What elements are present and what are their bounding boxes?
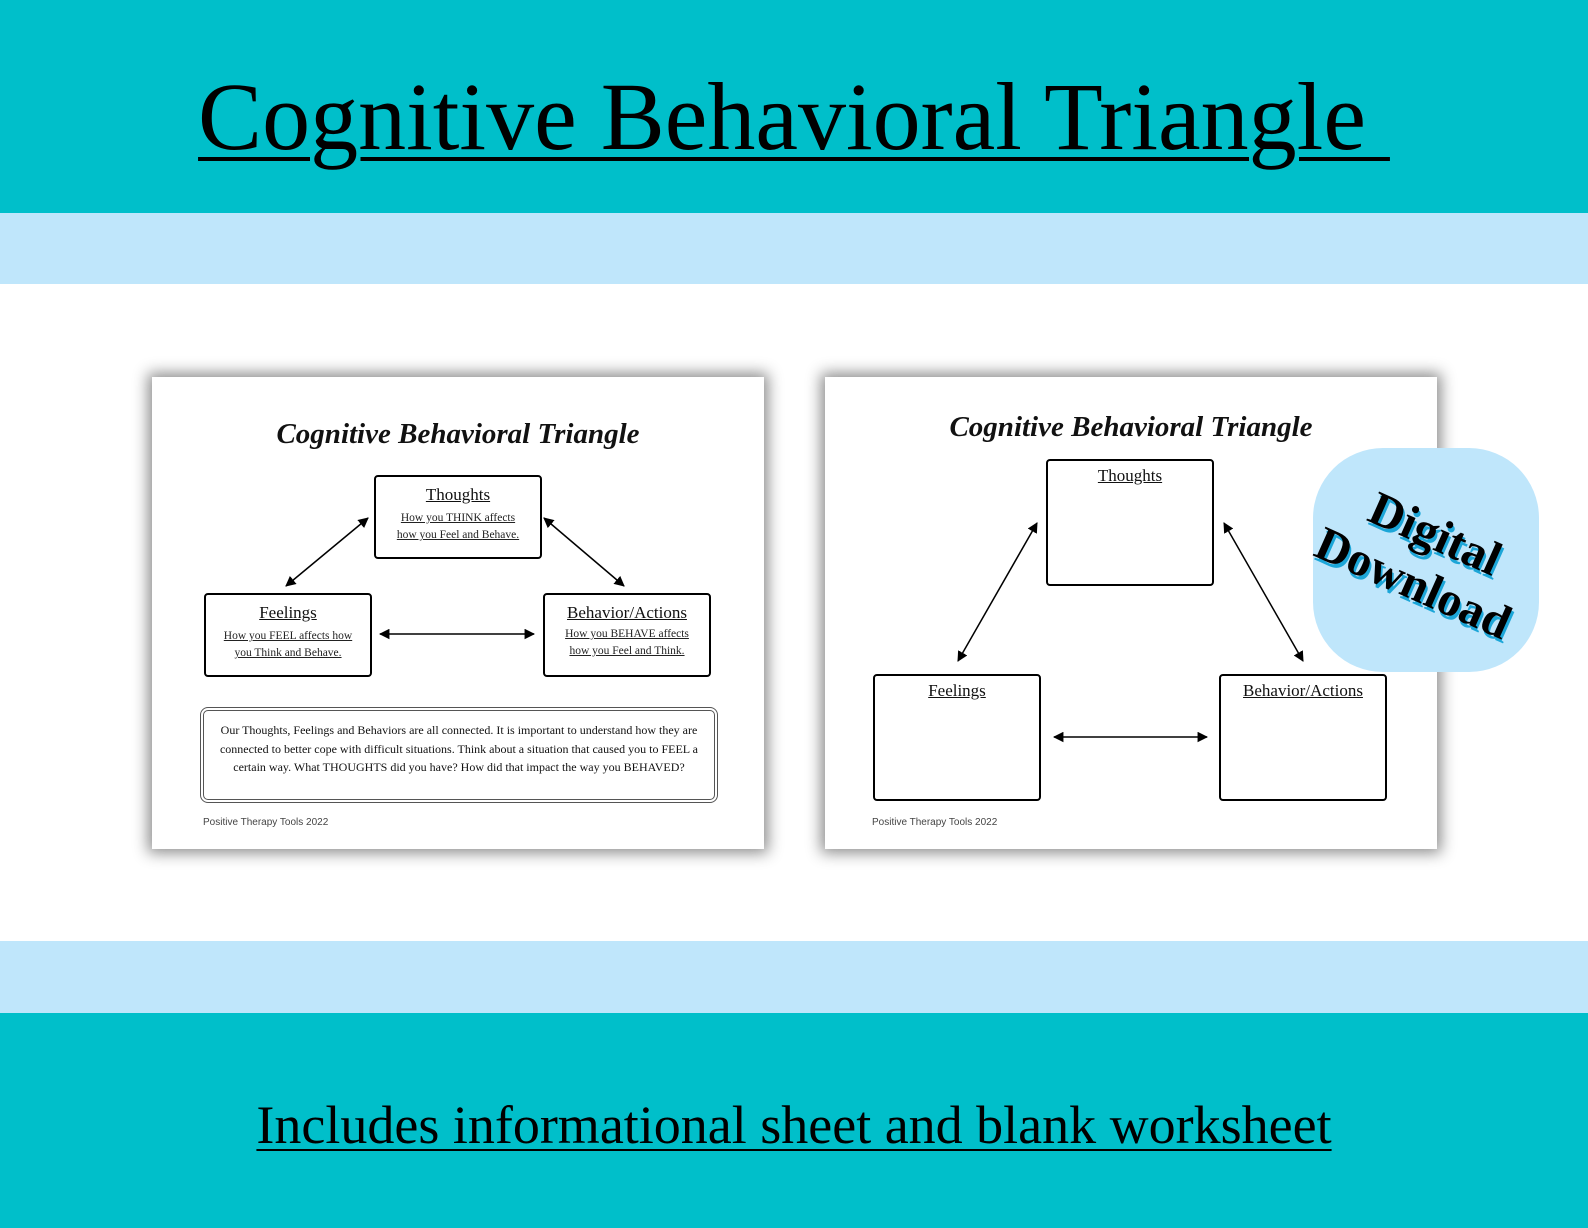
sheet-credit: Positive Therapy Tools 2022: [872, 817, 998, 828]
thoughts-box: Thoughts How you THINK affects how you F…: [374, 475, 542, 559]
informational-sheet: Cognitive Behavioral Triangle Thoughts H…: [152, 377, 764, 849]
behavior-label: Behavior/Actions: [567, 603, 687, 622]
bottom-banner: [0, 1013, 1588, 1228]
behavior-description: How you BEHAVE affects how you Feel and …: [565, 628, 689, 657]
info-arrows: [285, 517, 625, 640]
sheet-title: Cognitive Behavioral Triangle: [949, 411, 1313, 443]
bottom-stripe: [0, 941, 1588, 1013]
feelings-box: Feelings: [873, 674, 1041, 801]
explanation-note: Our Thoughts, Feelings and Behaviors are…: [200, 707, 718, 803]
feelings-box: Feelings How you FEEL affects how you Th…: [204, 593, 372, 677]
feelings-label: Feelings: [259, 603, 317, 622]
sheet-credit: Positive Therapy Tools 2022: [203, 817, 329, 828]
thoughts-label: Thoughts: [1097, 466, 1163, 485]
page-title: Cognitive Behavioral Triangle: [198, 63, 1390, 170]
behavior-box: Behavior/Actions How you BEHAVE affects …: [543, 593, 711, 677]
sheet-title: Cognitive Behavioral Triangle: [276, 418, 640, 450]
arrow-thoughts-feelings: [285, 517, 369, 587]
arrow-thoughts-behavior: [1223, 522, 1304, 662]
worksheet-arrows: [957, 522, 1304, 743]
arrow-thoughts-behavior: [543, 517, 625, 587]
thoughts-box: Thoughts: [1046, 459, 1214, 586]
arrow-thoughts-feelings: [957, 522, 1038, 662]
behavior-label: Behavior/Actions: [1243, 681, 1363, 700]
feelings-description: How you FEEL affects how you Think and B…: [223, 630, 353, 659]
thoughts-label: Thoughts: [425, 485, 491, 504]
thoughts-description: How you THINK affects how you Feel and B…: [396, 512, 520, 541]
feelings-label: Feelings: [928, 681, 986, 700]
footer-caption: Includes informational sheet and blank w…: [256, 1095, 1332, 1155]
top-banner: [0, 0, 1588, 213]
behavior-box: Behavior/Actions: [1219, 674, 1387, 801]
digital-download-badge: [1313, 448, 1539, 672]
top-stripe: [0, 213, 1588, 284]
